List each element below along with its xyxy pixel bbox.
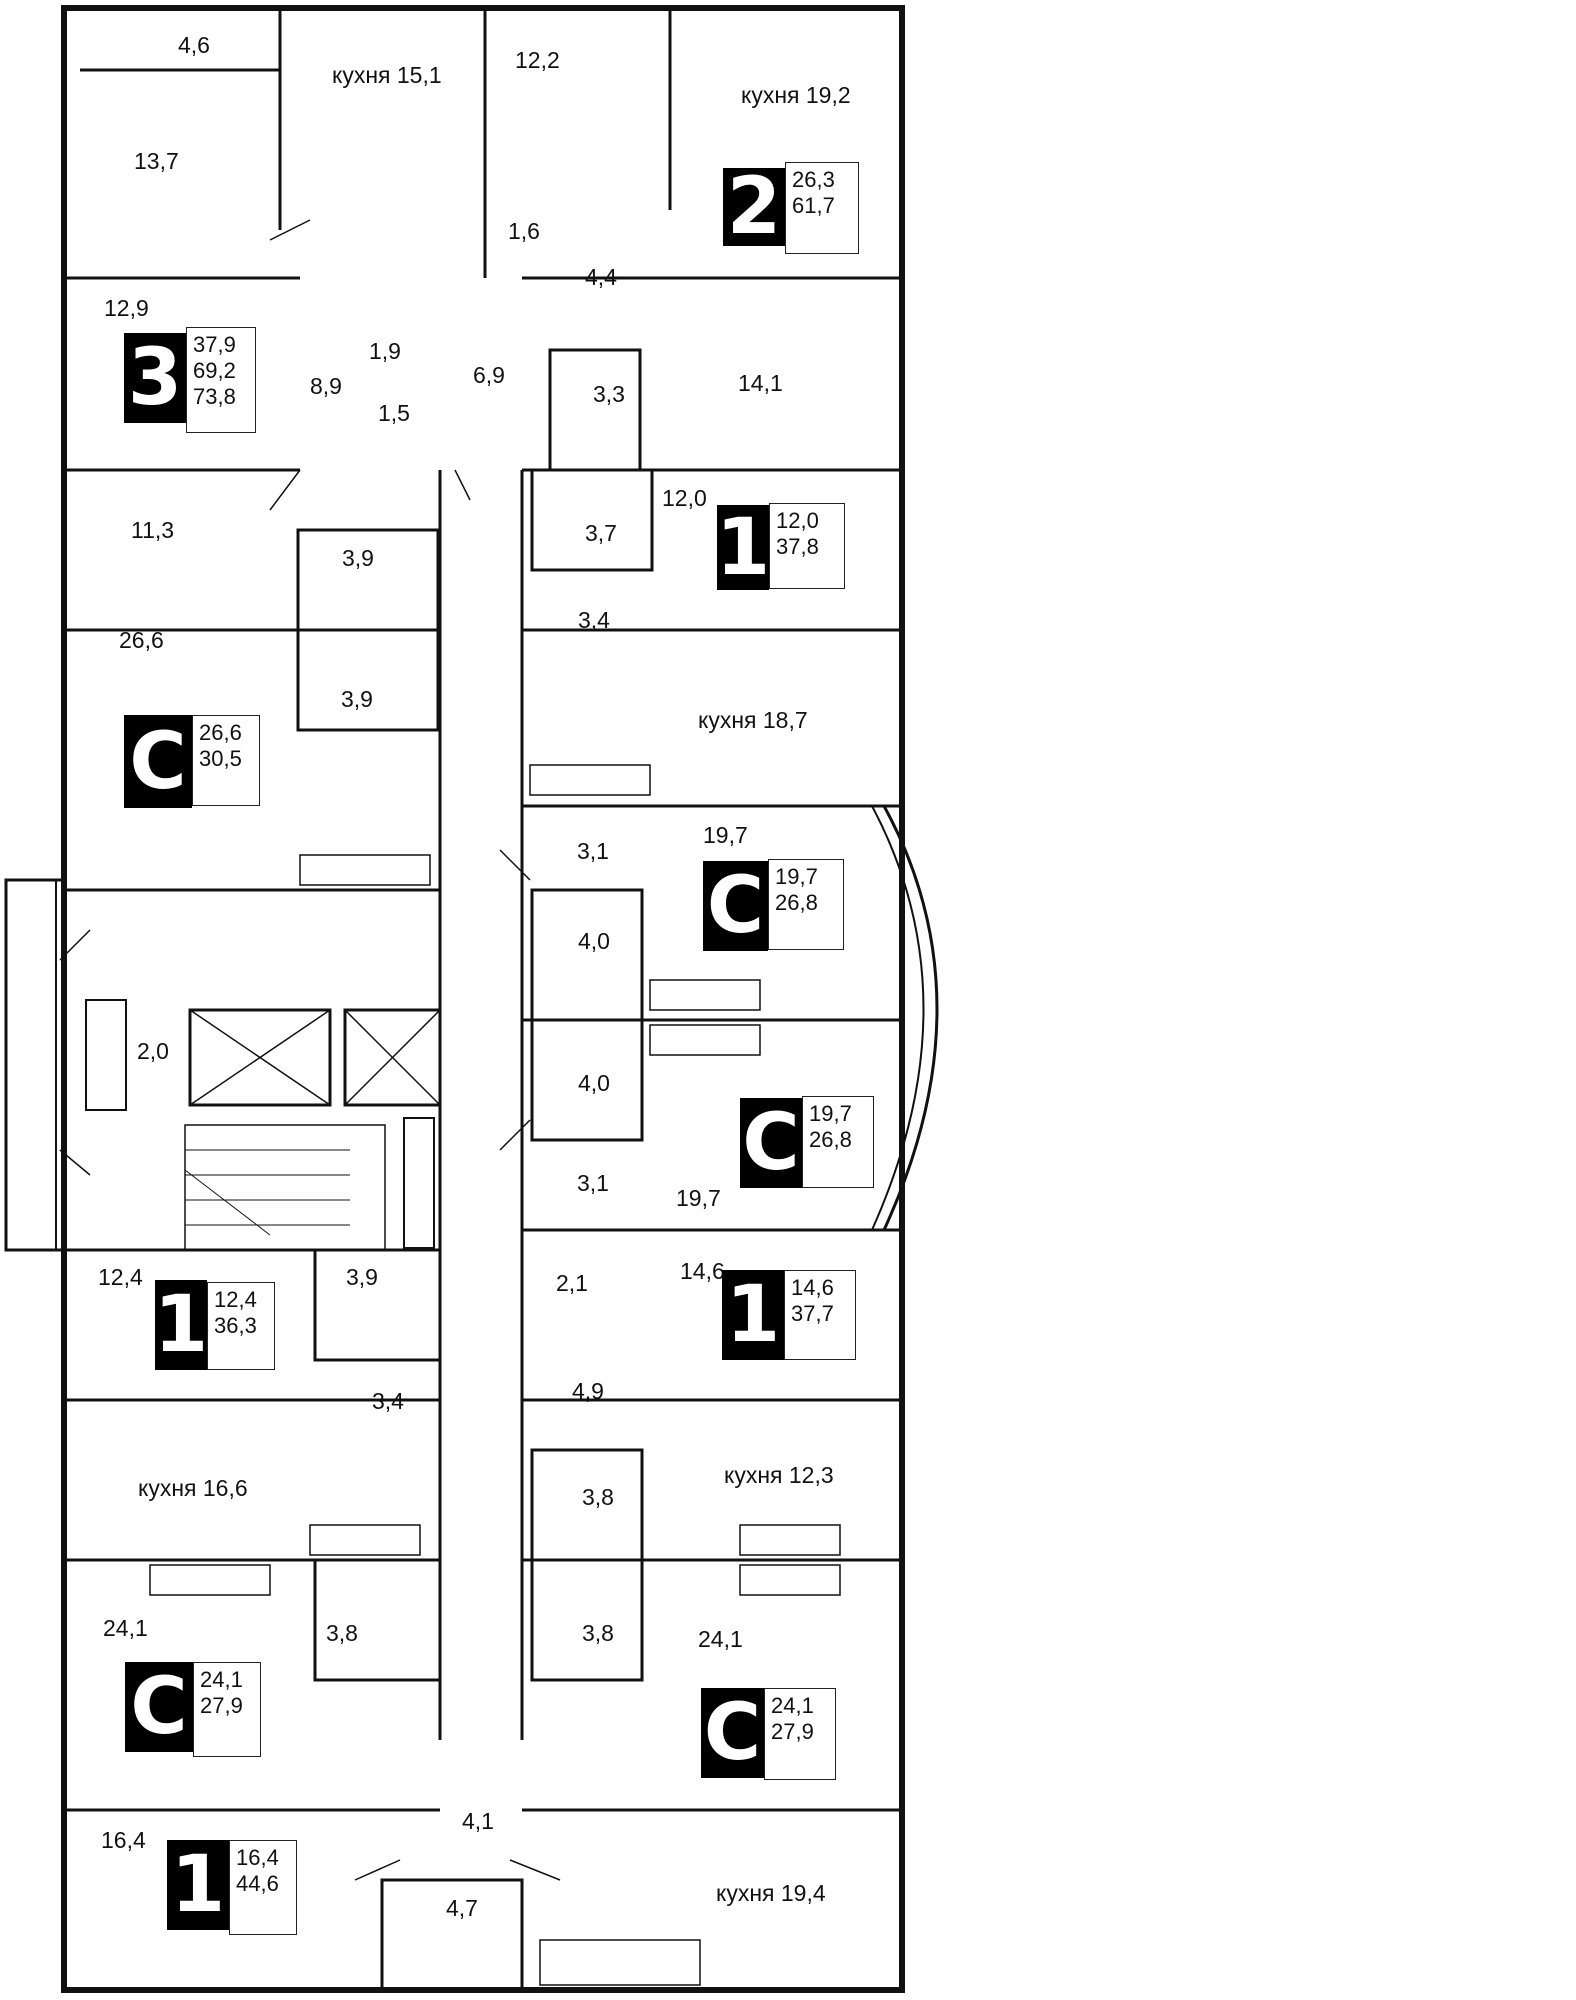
apartment-type-badge: 1 — [153, 1280, 209, 1370]
apartment-type-badge: С — [124, 715, 192, 808]
apartment-type-badge: 3 — [124, 333, 186, 423]
room-area-label: 13,7 — [134, 148, 179, 174]
room-area-label: 1,9 — [369, 338, 401, 364]
room-area-label: 12,0 — [662, 485, 707, 511]
room-area-label: 19,7 — [703, 822, 748, 848]
apartment-type-badge: С — [125, 1662, 193, 1752]
room-area-label: 4,7 — [446, 1895, 478, 1921]
entrance-wall — [4, 878, 66, 1252]
room-area-label: кухня 15,1 — [332, 62, 442, 88]
room-area-label: 19,7 — [676, 1185, 721, 1211]
room-area-label: 6,9 — [473, 362, 505, 388]
room-area-label: 3,9 — [341, 686, 373, 712]
room-area-label: 24,1 — [103, 1615, 148, 1641]
room-area-label: кухня 19,4 — [716, 1880, 826, 1906]
elevator-1 — [188, 1008, 332, 1107]
apartment-type-badge: С — [701, 1688, 764, 1778]
room-area-label: 2,1 — [556, 1270, 588, 1296]
room-area-label: 26,6 — [119, 627, 164, 653]
room-area-label: 4,4 — [585, 264, 617, 290]
room-area-label: 4,0 — [578, 1070, 610, 1096]
apartment-type-badge: С — [703, 861, 768, 951]
apartment-type-badge: С — [740, 1098, 802, 1188]
room-area-label: 11,3 — [131, 517, 175, 543]
room-area-label: 8,9 — [310, 373, 342, 399]
room-area-label: кухня 19,2 — [741, 82, 851, 108]
room-area-label: 16,4 — [101, 1827, 146, 1853]
room-area-label: 4,0 — [578, 928, 610, 954]
room-area-label: 3,8 — [582, 1484, 614, 1510]
apartment-type-badge: 2 — [723, 168, 785, 246]
room-area-label: 3,9 — [346, 1264, 378, 1290]
room-area-label: 1,6 — [508, 218, 540, 244]
room-area-label: кухня 12,3 — [724, 1462, 834, 1488]
room-area-label: 1,5 — [378, 400, 410, 426]
room-area-label: 3,1 — [577, 1170, 609, 1196]
room-area-label: 3,4 — [578, 607, 610, 633]
room-area-label: 3,8 — [326, 1620, 358, 1646]
room-area-label: 24,1 — [698, 1626, 743, 1652]
apartment-type-badge: 1 — [715, 502, 771, 593]
room-area-label: 12,2 — [515, 47, 560, 73]
room-area-label: 14,6 — [680, 1258, 725, 1284]
room-area-label: 4,9 — [572, 1378, 604, 1404]
room-area-label: 12,9 — [104, 295, 149, 321]
room-area-label: 2,0 — [137, 1038, 169, 1064]
room-area-label: 3,7 — [585, 520, 617, 546]
room-area-label: 12,4 — [98, 1264, 143, 1290]
room-area-label: 14,1 — [738, 370, 783, 396]
room-area-label: 3,4 — [372, 1388, 404, 1414]
room-area-label: 4,1 — [462, 1808, 494, 1834]
room-area-label: 3,3 — [593, 381, 625, 407]
staircase — [184, 1124, 386, 1251]
room-area-label: кухня 16,6 — [138, 1475, 248, 1501]
room-area-label: 4,6 — [178, 32, 210, 58]
elevator-2 — [343, 1008, 442, 1107]
bay-window-wall — [882, 805, 939, 1231]
room-area-label: 3,8 — [582, 1620, 614, 1646]
room-area-label: кухня 18,7 — [698, 707, 808, 733]
apartment-type-badge: 1 — [722, 1270, 784, 1360]
room-area-label: 3,1 — [577, 838, 609, 864]
room-area-label: 3,9 — [342, 545, 374, 571]
apartment-type-badge: 1 — [167, 1840, 229, 1930]
